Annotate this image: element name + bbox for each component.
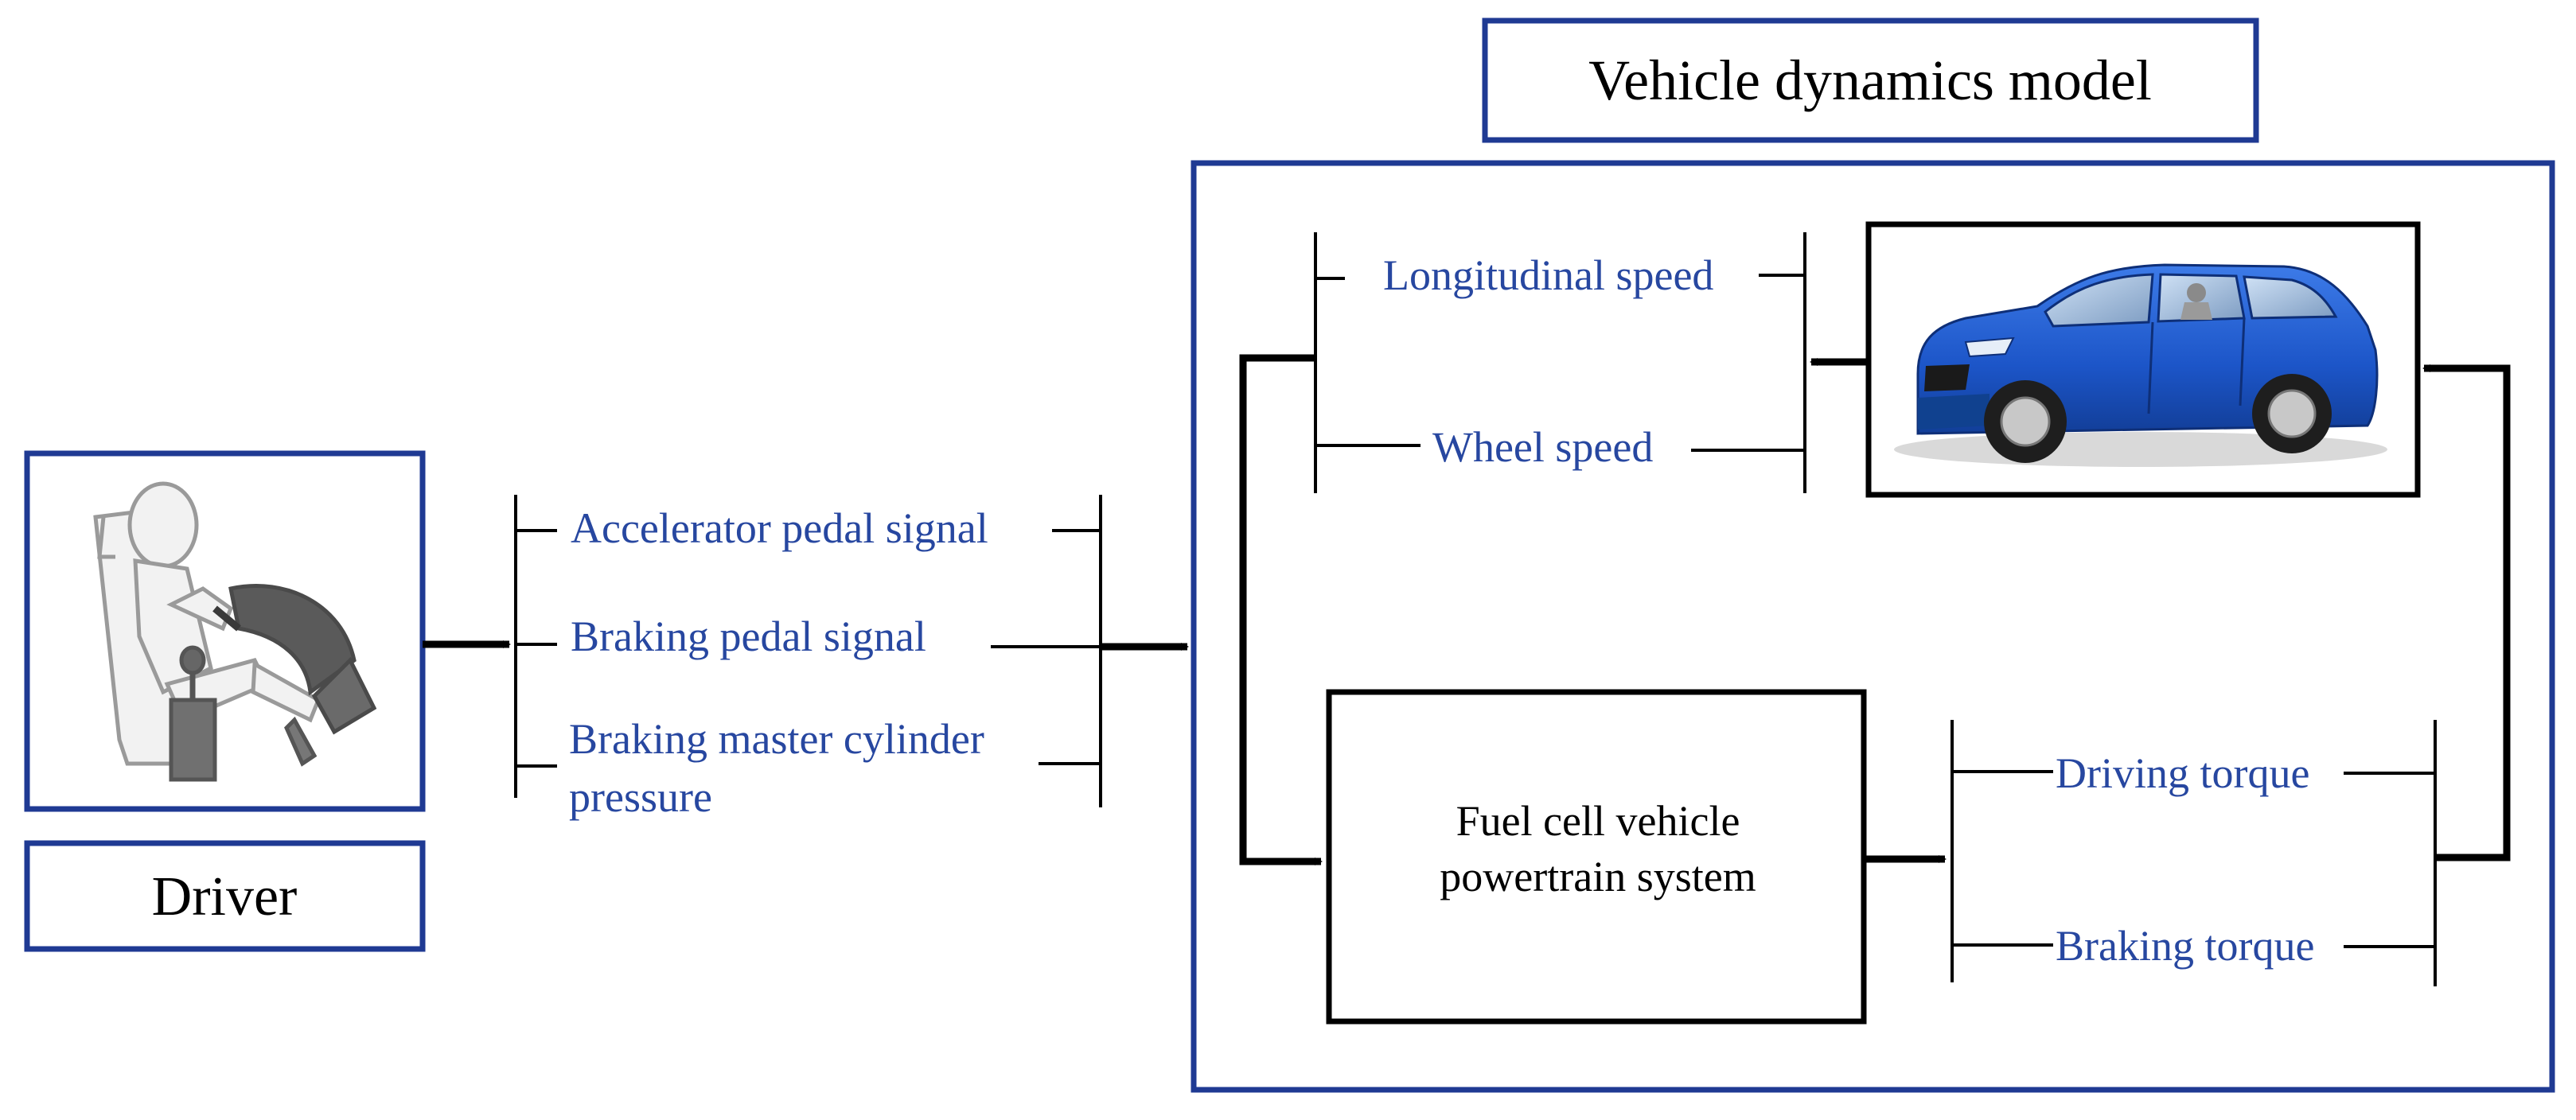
vehicle-dynamics-frame [1191, 160, 2555, 1093]
title-box [1482, 18, 2259, 143]
output-braking-torque: Braking torque [2056, 922, 2314, 970]
output-driving-torque: Driving torque [2056, 749, 2309, 797]
driver-seated-icon [93, 481, 377, 782]
driver-image-box [24, 450, 426, 812]
feedback-line-left [1239, 354, 1323, 865]
output-longitudinal-speed: Longitudinal speed [1383, 251, 1713, 299]
signal-braking-master-cylinder: Braking master cylinder [569, 715, 984, 763]
signal-accelerator-pedal: Accelerator pedal signal [571, 504, 988, 552]
title-label: Vehicle dynamics model [1588, 49, 2152, 112]
driver-signal-bracket [514, 495, 1102, 807]
powertrain-label-line2: powertrain system [1440, 853, 1756, 900]
signal-pressure: pressure [569, 773, 712, 821]
signal-braking-pedal: Braking pedal signal [571, 612, 926, 660]
feedback-line-right [2422, 364, 2511, 861]
powertrain-label-line1: Fuel cell vehicle [1456, 797, 1740, 845]
output-wheel-speed: Wheel speed [1432, 423, 1653, 471]
driver-label-box [24, 840, 426, 952]
powertrain-box [1326, 689, 1867, 1025]
car-icon [1894, 263, 2387, 467]
driver-label: Driver [152, 866, 298, 928]
torque-bracket [1951, 720, 2437, 986]
vehicle-output-bracket [1314, 232, 1806, 493]
